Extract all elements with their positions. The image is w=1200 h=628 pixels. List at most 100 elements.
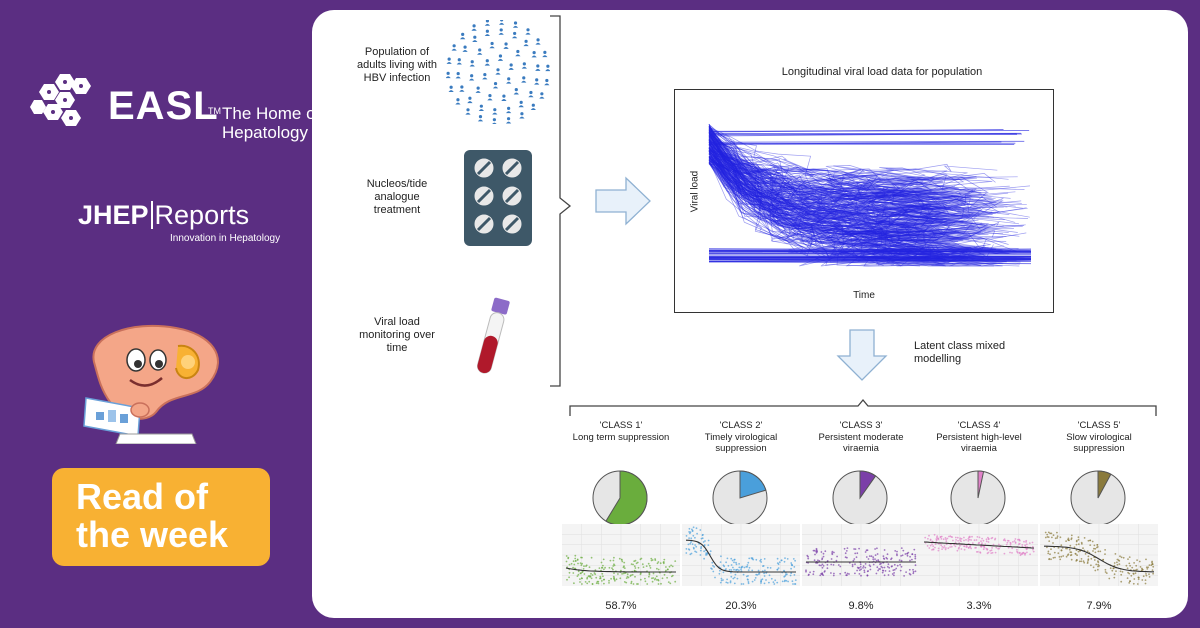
trajectory-line bbox=[708, 153, 960, 206]
trajectory-line bbox=[708, 140, 1025, 143]
trajectory-line bbox=[708, 151, 980, 250]
person-icon bbox=[501, 94, 507, 101]
trajectory-line bbox=[708, 141, 988, 208]
trajectory-line bbox=[708, 161, 991, 251]
class-percentage: 20.3% bbox=[725, 600, 757, 612]
person-icon bbox=[544, 78, 550, 86]
trajectory-line bbox=[708, 148, 970, 224]
trajectory-line bbox=[708, 156, 1016, 199]
right-arrow-icon bbox=[595, 176, 651, 226]
person-icon bbox=[495, 68, 501, 75]
trajectory-line bbox=[708, 147, 1020, 240]
trajectory-line bbox=[708, 150, 967, 243]
trajectory-line bbox=[708, 124, 911, 191]
trajectory-line bbox=[708, 163, 977, 227]
trajectory-line bbox=[708, 138, 978, 260]
class-pie bbox=[950, 470, 1006, 526]
graphical-abstract-card: Population of adults living with HBV inf… bbox=[312, 10, 1188, 618]
process-label-text: Latent class mixed modelling bbox=[914, 340, 1006, 365]
trajectory-line bbox=[708, 159, 950, 218]
person-icon bbox=[462, 45, 468, 52]
trademark-mark: TM bbox=[208, 106, 221, 116]
trajectory-line bbox=[708, 129, 1004, 133]
trajectory-line bbox=[708, 153, 993, 202]
trajectory-line bbox=[708, 127, 987, 223]
trajectory-line bbox=[708, 159, 972, 255]
trajectory-line bbox=[708, 158, 1025, 191]
trajectory-line bbox=[708, 160, 1003, 252]
person-icon bbox=[531, 51, 537, 58]
class-percentage: 7.9% bbox=[1086, 600, 1112, 612]
trajectory-line bbox=[708, 147, 982, 225]
easl-hexagon-icon bbox=[30, 74, 91, 126]
trajectory-line bbox=[708, 130, 962, 219]
class-mean-trajectory bbox=[565, 567, 676, 573]
trajectory-line bbox=[708, 139, 948, 223]
person-icon bbox=[498, 28, 504, 35]
person-icon bbox=[446, 57, 452, 64]
trajectory-line bbox=[708, 138, 978, 218]
trajectory-line bbox=[708, 130, 1016, 223]
trajectory-line bbox=[708, 159, 979, 231]
person-icon bbox=[518, 100, 524, 108]
trajectory-line bbox=[708, 136, 984, 258]
trajectory-line bbox=[708, 152, 997, 250]
trajectory-line bbox=[708, 148, 1004, 251]
trajectory-line bbox=[708, 129, 932, 199]
person-icon bbox=[505, 117, 512, 124]
down-arrow-icon bbox=[836, 329, 888, 381]
trajectory-line bbox=[708, 160, 1027, 226]
trajectory-line bbox=[708, 133, 924, 211]
pie-slice bbox=[977, 470, 985, 499]
trajectory-line bbox=[708, 138, 987, 251]
person-icon bbox=[521, 76, 527, 83]
trajectory-line bbox=[708, 141, 958, 219]
trajectory-line bbox=[708, 160, 989, 242]
person-icon bbox=[542, 50, 548, 58]
trajectory-line bbox=[708, 136, 1018, 189]
trajectory-line bbox=[708, 138, 980, 215]
viral-load-trajectories bbox=[708, 123, 1032, 267]
read-of-the-week-badge[interactable]: Read of the week bbox=[52, 468, 270, 566]
trajectory-line bbox=[708, 134, 996, 244]
trajectory-line bbox=[708, 134, 962, 215]
person-icon bbox=[535, 64, 541, 71]
input-label-population: Population of adults living with HBV inf… bbox=[356, 46, 438, 84]
pie-slice bbox=[739, 470, 767, 499]
trajectory-line bbox=[708, 148, 1026, 242]
trajectory-line bbox=[708, 158, 924, 213]
person-icon bbox=[523, 39, 529, 47]
trajectory-line bbox=[708, 139, 982, 241]
trajectory-line bbox=[708, 135, 932, 218]
class-name: 'CLASS 5' bbox=[1077, 420, 1121, 431]
person-icon bbox=[497, 54, 504, 61]
easl-logo[interactable]: EASL TM The Home of Hepatology bbox=[30, 68, 320, 148]
trajectory-line bbox=[708, 156, 1007, 242]
trajectory-line bbox=[708, 140, 996, 224]
trajectory-line bbox=[708, 139, 973, 205]
person-icon bbox=[467, 96, 473, 104]
trajectory-line bbox=[708, 127, 988, 201]
population-icon bbox=[446, 20, 550, 124]
person-icon bbox=[492, 81, 499, 89]
trajectory-line bbox=[708, 144, 951, 237]
person-icon bbox=[539, 92, 545, 99]
class-pie bbox=[832, 470, 888, 526]
trajectory-line bbox=[708, 143, 997, 208]
trajectory-line bbox=[708, 152, 1004, 265]
person-icon bbox=[448, 85, 454, 93]
class-trajectory-plot bbox=[802, 524, 920, 586]
class-mean-trajectory bbox=[1044, 545, 1154, 573]
person-icon bbox=[446, 71, 451, 79]
trajectory-line bbox=[708, 129, 996, 207]
person-icon bbox=[477, 115, 484, 122]
trajectory-line bbox=[708, 136, 968, 191]
liver-mascot-icon bbox=[83, 324, 219, 444]
trajectory-line bbox=[708, 147, 965, 227]
person-icon bbox=[508, 63, 514, 70]
trajectory-line bbox=[708, 156, 946, 218]
trajectory-line bbox=[708, 159, 951, 238]
